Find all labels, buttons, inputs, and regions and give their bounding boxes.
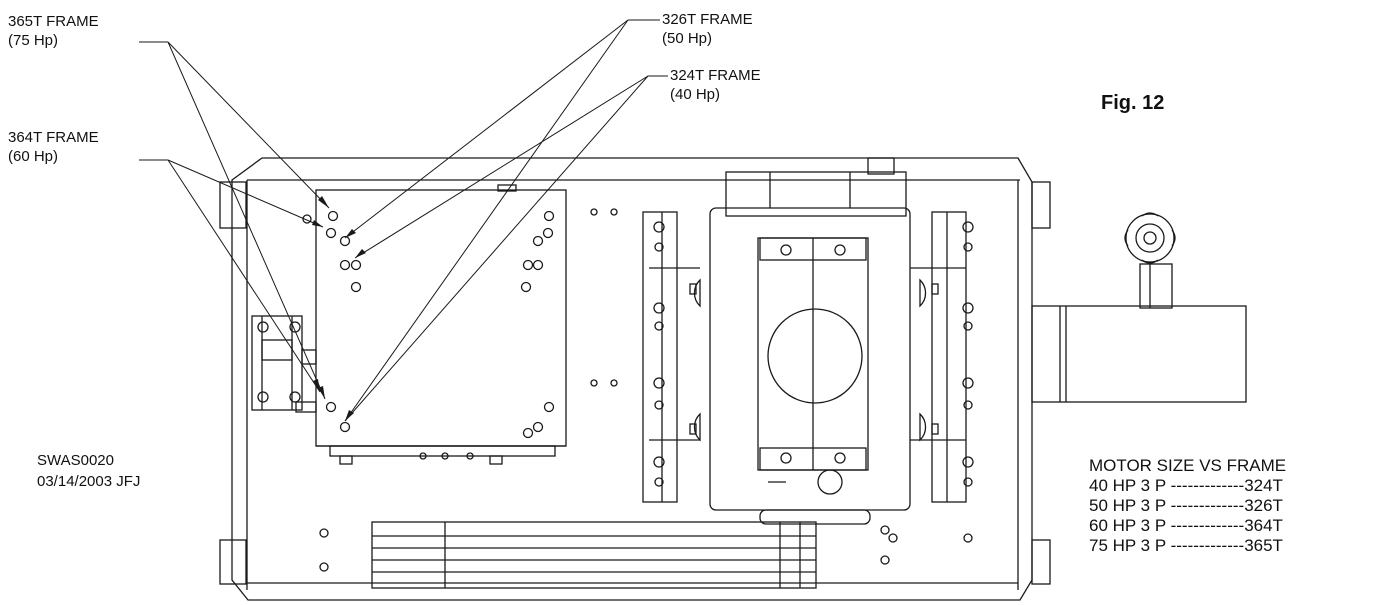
- outlet-pipe: [1031, 263, 1247, 403]
- left-rail: [642, 211, 700, 503]
- motor-table-row: 50 HP 3 P -------------326T: [1089, 496, 1283, 515]
- callout-324t: 324T FRAME (40 Hp): [670, 66, 761, 104]
- leader-lines: [139, 19, 668, 422]
- right-rail: [910, 211, 974, 503]
- figure-label: Fig. 12: [1101, 92, 1165, 114]
- callout-frame: 365T FRAME: [8, 13, 99, 30]
- callout-frame: 326T FRAME: [662, 11, 753, 28]
- motor-table-row: 75 HP 3 P -------------365T: [1089, 536, 1283, 555]
- callout-hp: (50 Hp): [662, 30, 713, 47]
- callout-frame: 324T FRAME: [670, 67, 761, 84]
- motor-table-row: 60 HP 3 P -------------364T: [1089, 516, 1283, 535]
- callout-364t: 364T FRAME (60 Hp): [8, 128, 99, 166]
- drawing-id: SWAS0020: [37, 452, 114, 469]
- belt-guard: [371, 521, 817, 589]
- callout-326t: 326T FRAME (50 Hp): [662, 10, 753, 48]
- motor-table-title: MOTOR SIZE VS FRAME: [1089, 456, 1287, 475]
- motor-table-row: 40 HP 3 P -------------324T: [1089, 476, 1283, 495]
- callout-365t: 365T FRAME (75 Hp): [8, 12, 99, 50]
- base-holes: [319, 525, 973, 572]
- callout-frame: 364T FRAME: [8, 129, 99, 146]
- drawing-stamp: SWAS0020 03/14/2003 JFJ: [37, 450, 140, 492]
- valve-handwheel: [1124, 212, 1176, 264]
- motor-mount-plate: [315, 184, 567, 465]
- base-plate: [219, 157, 1051, 601]
- motor-frame-table: MOTOR SIZE VS FRAME 40 HP 3 P ----------…: [1089, 456, 1286, 556]
- hinge-assembly: [251, 315, 317, 413]
- callout-hp: (60 Hp): [8, 148, 59, 165]
- leader-arrowheads: [312, 196, 366, 421]
- callout-hp: (75 Hp): [8, 32, 59, 49]
- motor-body: [689, 157, 939, 525]
- drawing-date: 03/14/2003 JFJ: [37, 473, 141, 490]
- mount-plate-holes: [302, 208, 618, 460]
- callout-hp: (40 Hp): [670, 86, 721, 103]
